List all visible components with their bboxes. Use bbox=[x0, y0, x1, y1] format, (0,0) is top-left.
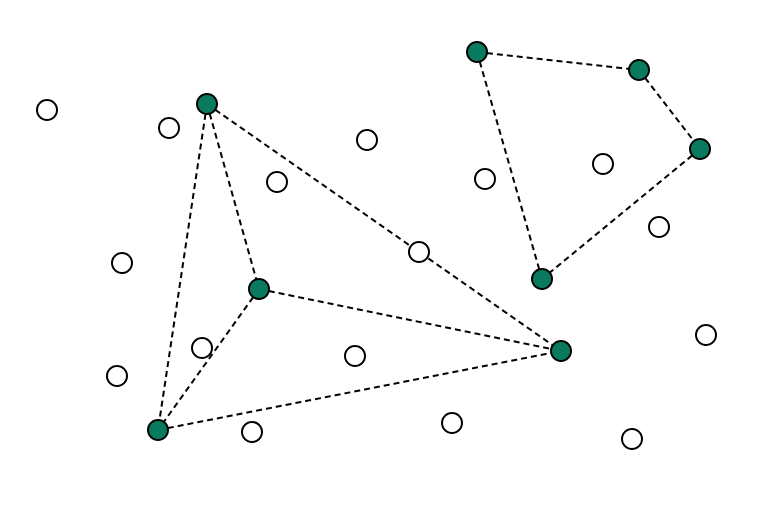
unselected-node-w3 bbox=[356, 129, 378, 151]
selected-node-g2 bbox=[248, 278, 270, 300]
dashed-edge-g2-g4 bbox=[258, 288, 562, 352]
selected-node-g3 bbox=[147, 419, 169, 441]
selected-node-g5 bbox=[466, 41, 488, 63]
dashed-edge-g5-g6 bbox=[476, 51, 640, 71]
unselected-node-w10 bbox=[191, 337, 213, 359]
dashed-edge-g1-g2 bbox=[206, 103, 260, 290]
selected-node-g6 bbox=[628, 59, 650, 81]
unselected-node-w4 bbox=[266, 171, 288, 193]
dashed-edge-g1-g3 bbox=[157, 103, 208, 431]
unselected-node-w12 bbox=[106, 365, 128, 387]
unselected-node-w16 bbox=[621, 428, 643, 450]
unselected-node-w14 bbox=[241, 421, 263, 443]
unselected-node-w5 bbox=[474, 168, 496, 190]
unselected-node-w1 bbox=[36, 99, 58, 121]
unselected-node-w6 bbox=[592, 153, 614, 175]
node-layer bbox=[36, 41, 717, 450]
dashed-edge-g7-g8 bbox=[541, 148, 701, 280]
dashed-edge-g1-g4 bbox=[206, 103, 562, 352]
selected-node-g1 bbox=[196, 93, 218, 115]
dashed-edge-g6-g7 bbox=[638, 69, 701, 150]
unselected-node-w13 bbox=[695, 324, 717, 346]
dashed-edge-g2-g3 bbox=[157, 288, 260, 431]
unselected-node-w2 bbox=[158, 117, 180, 139]
unselected-node-w9 bbox=[111, 252, 133, 274]
selected-node-g7 bbox=[689, 138, 711, 160]
unselected-node-w7 bbox=[648, 216, 670, 238]
unselected-node-w15 bbox=[441, 412, 463, 434]
unselected-node-w8 bbox=[408, 241, 430, 263]
unselected-node-w11 bbox=[344, 345, 366, 367]
dashed-edge-g3-g4 bbox=[157, 350, 562, 431]
dashed-edge-g5-g8 bbox=[476, 51, 543, 280]
selected-node-g8 bbox=[531, 268, 553, 290]
selected-node-g4 bbox=[550, 340, 572, 362]
edge-layer bbox=[157, 51, 701, 431]
